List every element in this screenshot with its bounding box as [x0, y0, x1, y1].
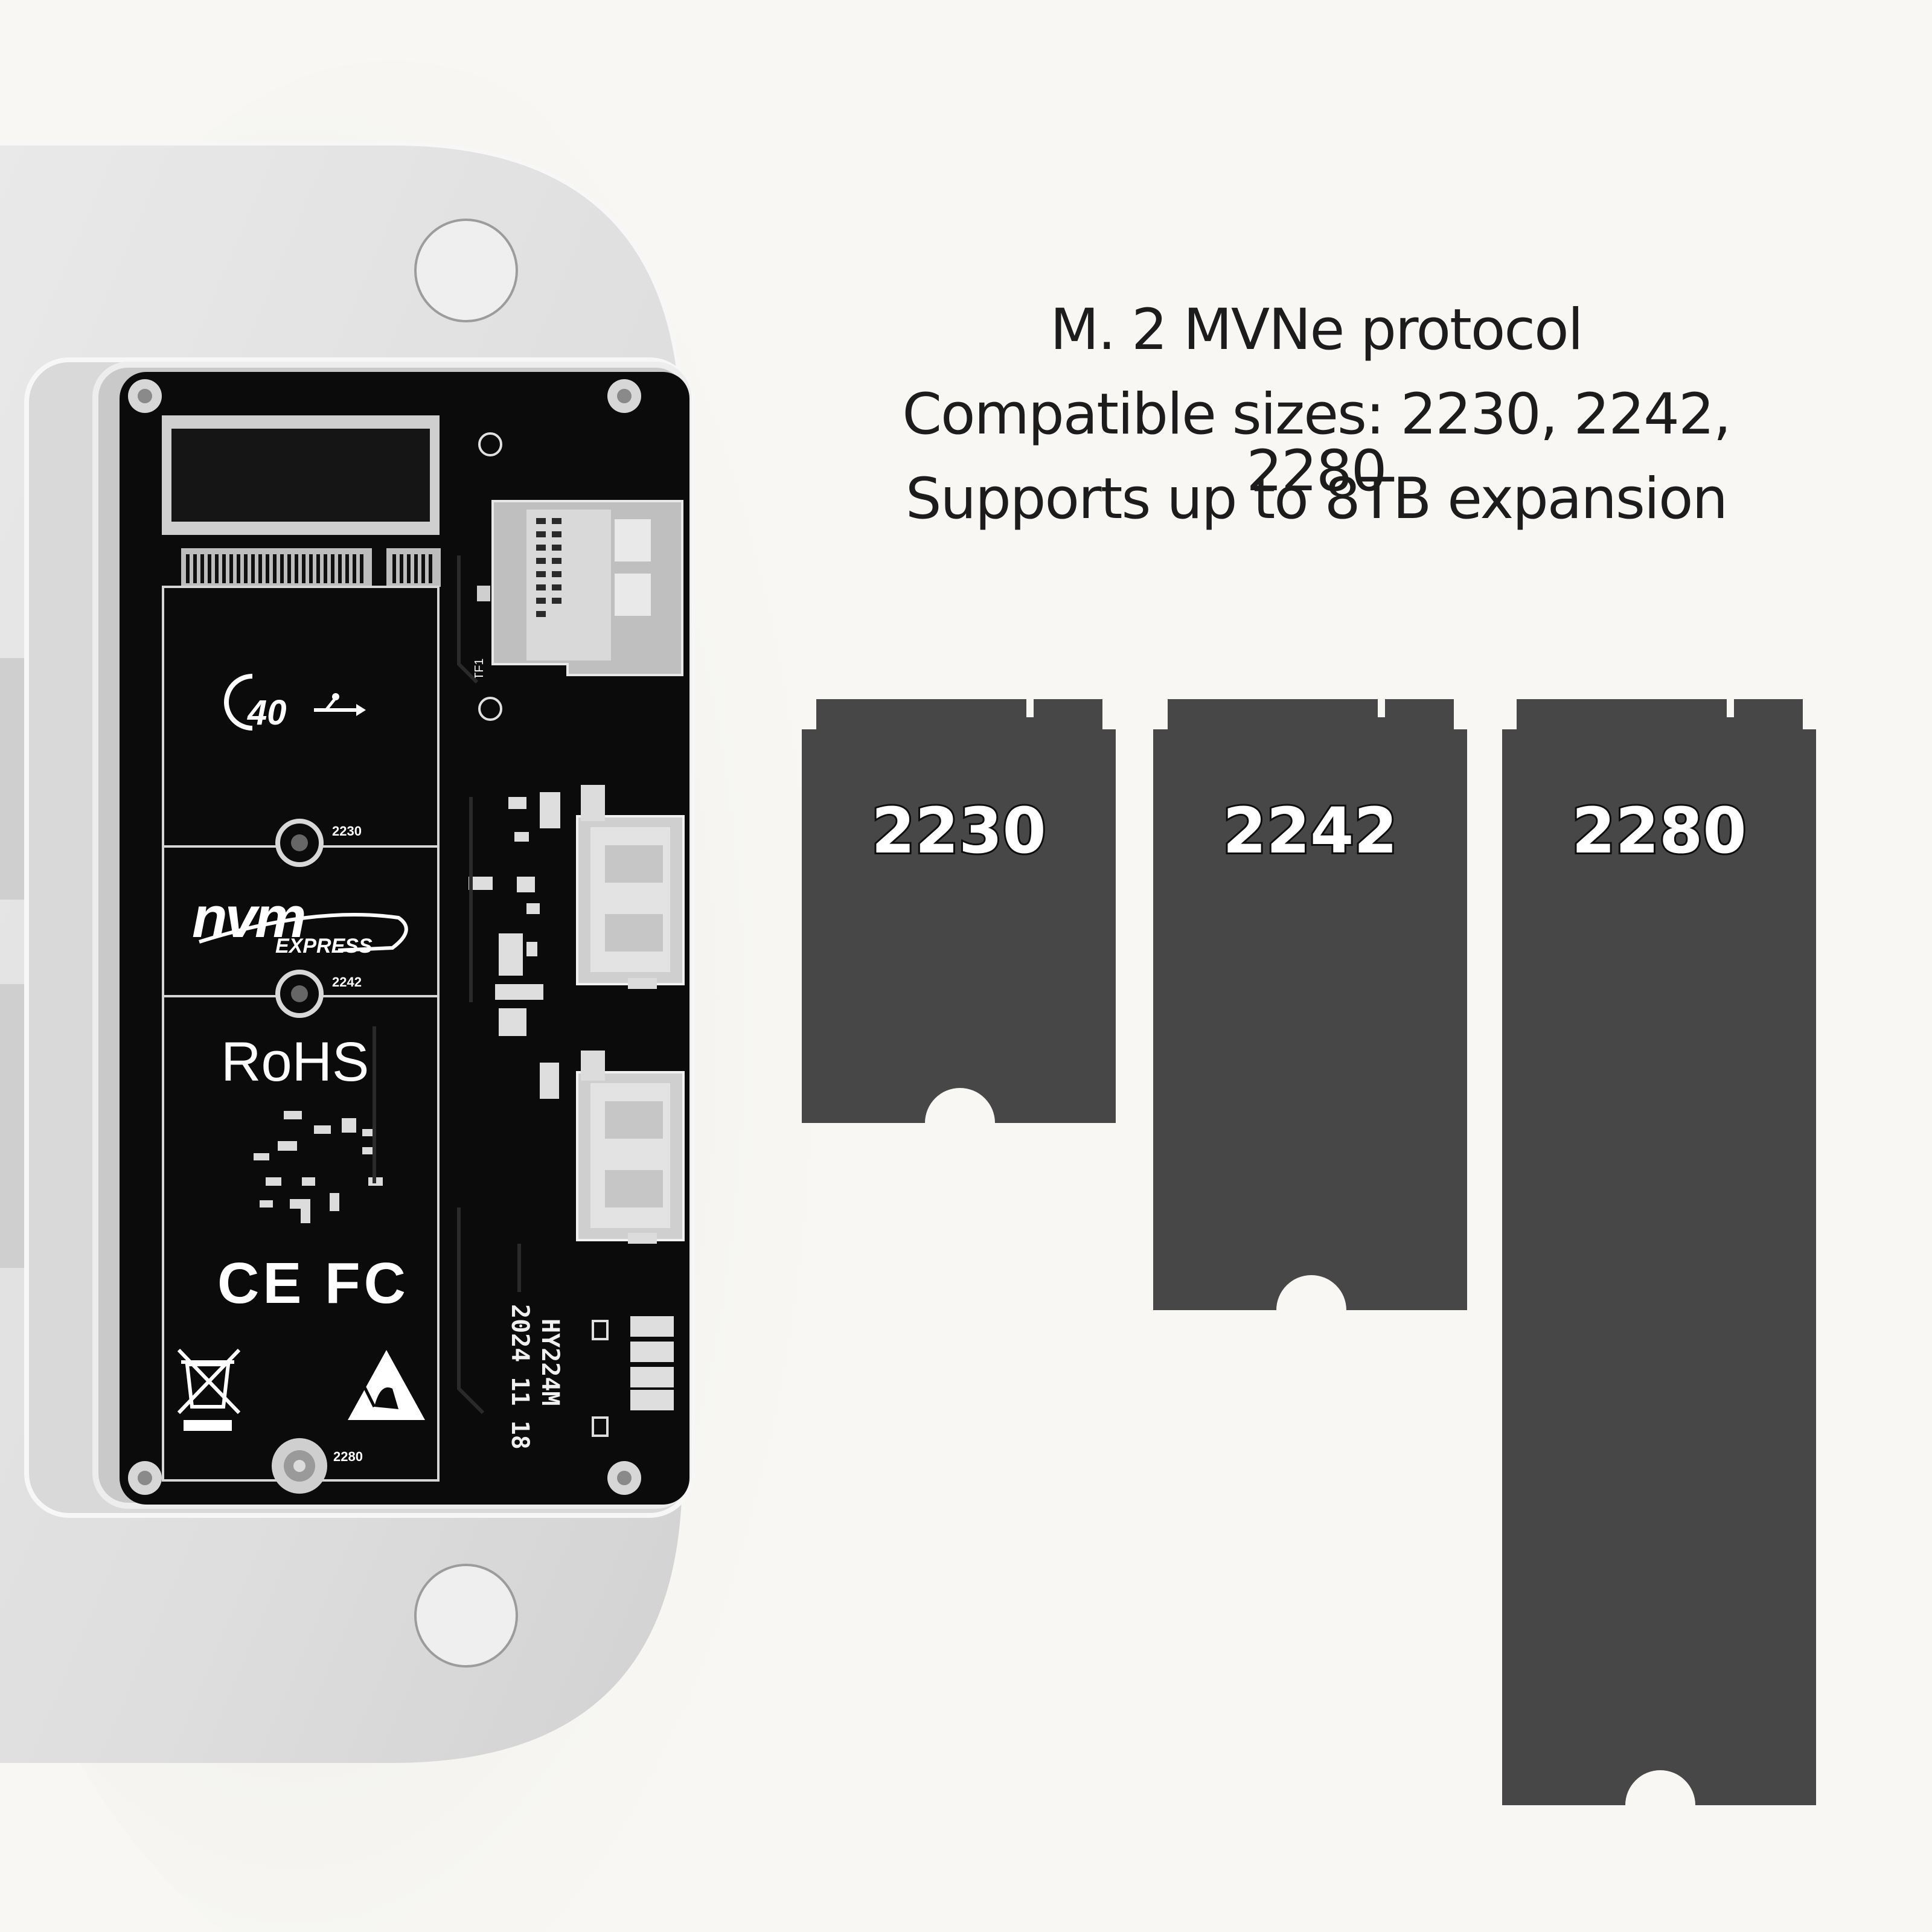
spec-line-capacity: Supports up to 8TB expansion	[905, 466, 1728, 532]
model-marking: HY224M	[536, 1319, 564, 1406]
enclosure-hole-bottom	[414, 1564, 518, 1668]
status-led-icon	[478, 697, 502, 721]
date-marking: 2024 11 18	[506, 1304, 534, 1450]
tf-card-slot: TF1	[473, 500, 683, 680]
m2-slot-pins	[181, 548, 441, 587]
svg-text:40: 40	[247, 693, 287, 732]
mount-hole-2230: 2230	[275, 819, 362, 867]
pcb-screw-icon	[128, 1461, 162, 1495]
enclosure-side-detail	[0, 984, 25, 1268]
rohs-mark: RoHS	[221, 1031, 369, 1093]
pcb-screw-icon	[607, 379, 641, 413]
spec-line-sizes: Compatible sizes: 2230, 2242, 2280	[902, 382, 1731, 504]
usb4-40gbps-icon: 40	[224, 674, 366, 732]
nvm-express-logo: nvm EXPRESS	[192, 885, 408, 958]
mount-hole-2280: 2280	[272, 1438, 363, 1494]
ce-fcc-marks: CE FC	[217, 1251, 409, 1316]
smd-components	[469, 792, 560, 1099]
esd-warning-icon	[348, 1350, 425, 1420]
weee-bin-icon	[177, 1348, 241, 1431]
mount-hole-2242: 2242	[275, 970, 362, 1018]
svg-text:2242: 2242	[332, 974, 362, 990]
svg-text:2230: 2230	[332, 824, 362, 839]
pcb-traces	[373, 555, 521, 1415]
enclosure-hole-top	[414, 219, 518, 322]
svg-text:2280: 2280	[333, 1449, 363, 1464]
spec-line-protocol: M. 2 MVNe protocol	[1050, 297, 1583, 363]
smd-components	[592, 1316, 674, 1437]
usb-c-port-1	[576, 785, 685, 989]
enclosure-side-detail	[0, 658, 25, 900]
status-led-icon	[478, 432, 502, 456]
svg-text:TF1: TF1	[473, 658, 486, 680]
svg-text:EXPRESS: EXPRESS	[275, 935, 373, 958]
usb-c-port-2	[576, 1051, 685, 1244]
pcb-screw-icon	[128, 379, 162, 413]
pcb-screw-icon	[607, 1461, 641, 1495]
